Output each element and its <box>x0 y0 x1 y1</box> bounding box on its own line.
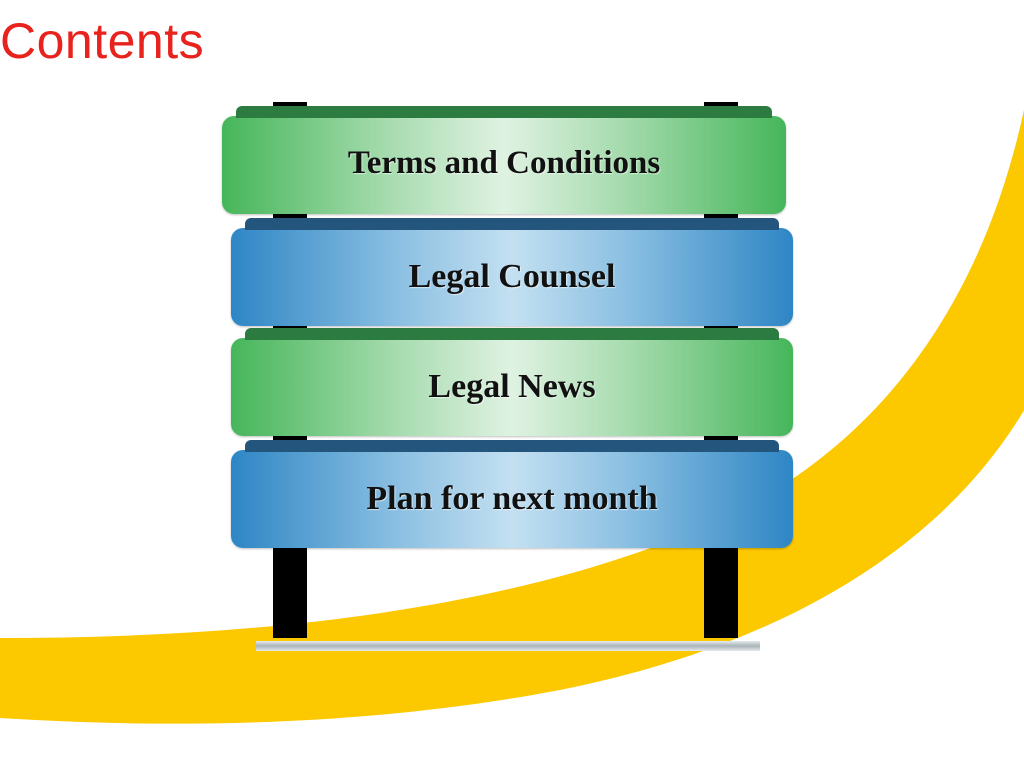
board-legal-counsel[interactable]: Legal Counsel <box>231 218 793 326</box>
board-legal-news[interactable]: Legal News <box>231 328 793 436</box>
board-label: Terms and Conditions <box>347 144 661 181</box>
board-label: Legal News <box>428 368 596 405</box>
board-terms-and-conditions[interactable]: Terms and Conditions <box>222 106 786 214</box>
page-title: Contents <box>0 13 205 69</box>
board-label: Plan for next month <box>366 480 658 517</box>
board-plan-for-next-month[interactable]: Plan for next month <box>231 440 793 548</box>
ground-line <box>256 641 760 651</box>
board-label: Legal Counsel <box>408 258 616 295</box>
